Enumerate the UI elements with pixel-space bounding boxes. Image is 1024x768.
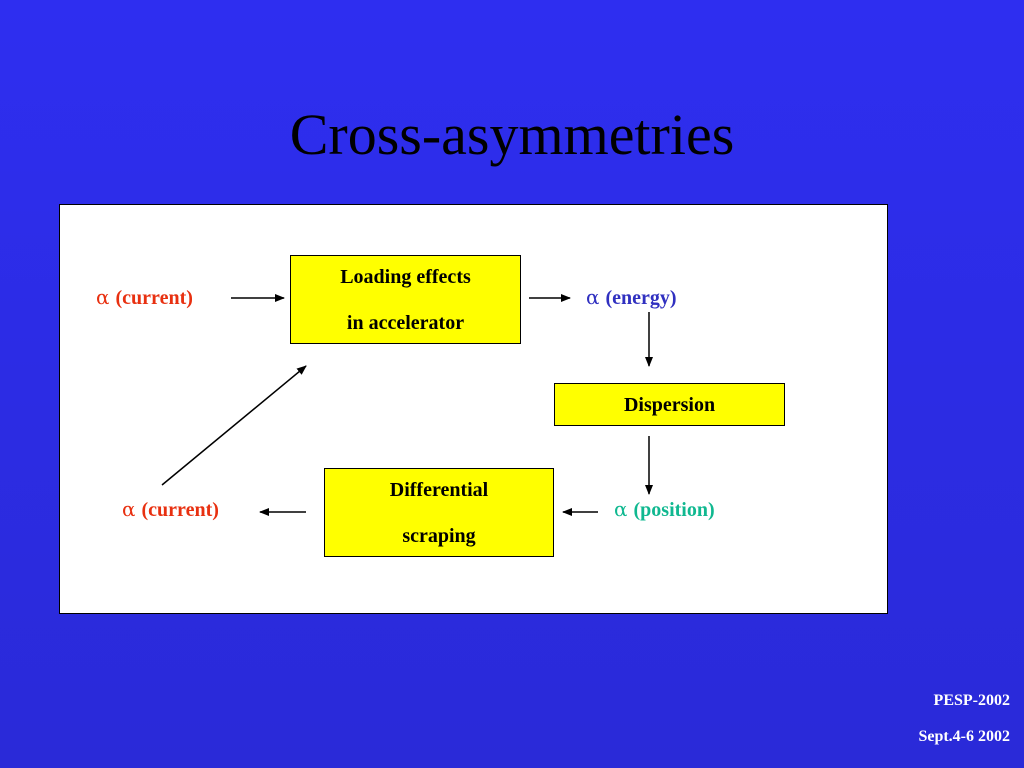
alpha-symbol: α bbox=[586, 285, 600, 309]
alpha-position-text: (position) bbox=[633, 499, 715, 521]
dispersion-label: Dispersion bbox=[623, 393, 716, 416]
loading-effects-line2: in accelerator bbox=[346, 311, 465, 334]
slide-title: Cross-asymmetries bbox=[289, 102, 735, 167]
loading-effects-line1: Loading effects bbox=[340, 265, 471, 288]
alpha-current-output-text: (current) bbox=[141, 499, 219, 521]
alpha-position: α(position) bbox=[614, 497, 715, 522]
alpha-symbol: α bbox=[122, 497, 136, 521]
differential-scraping-line1: Differential bbox=[389, 478, 489, 501]
alpha-energy: α(energy) bbox=[586, 285, 677, 310]
loading-effects-box: Loading effects in accelerator bbox=[290, 255, 521, 344]
alpha-symbol: α bbox=[614, 497, 628, 521]
alpha-symbol: α bbox=[96, 285, 110, 309]
dispersion-box: Dispersion bbox=[554, 383, 785, 426]
footer-conference: PESP-2002 bbox=[933, 692, 1010, 709]
differential-scraping-box: Differential scraping bbox=[324, 468, 554, 557]
alpha-energy-text: (energy) bbox=[605, 287, 677, 309]
differential-scraping-line2: scraping bbox=[402, 524, 476, 547]
alpha-current-output: α(current) bbox=[122, 497, 219, 522]
alpha-current-input: α(current) bbox=[96, 285, 193, 310]
footer-date: Sept.4-6 2002 bbox=[918, 728, 1010, 745]
alpha-current-input-text: (current) bbox=[115, 287, 193, 309]
